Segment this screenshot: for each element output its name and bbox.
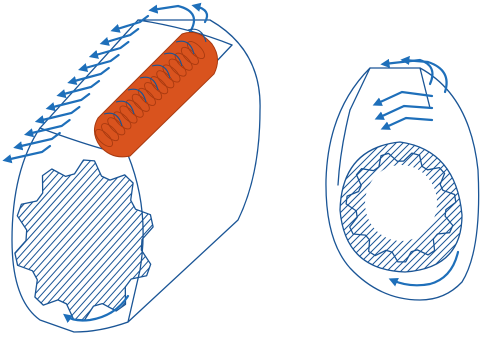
hatch-line [122, 150, 282, 330]
flux-arrow-icon [71, 68, 109, 82]
flux-arrow-icon [384, 118, 432, 128]
right-ring-top-edge [350, 68, 430, 110]
hatch-line [157, 150, 317, 330]
hatch-line [171, 150, 331, 330]
flux-arrow-icon [28, 120, 70, 134]
hatch-line [0, 150, 93, 330]
flux-arrow-icon [92, 42, 128, 56]
hatch-line [0, 150, 72, 330]
flux-arrow-icon [103, 29, 138, 43]
flux-arrow-icon [17, 133, 60, 147]
flux-arrow-icon [378, 106, 432, 118]
hatch-line [199, 150, 359, 330]
hatch-line [217, 140, 357, 280]
hatch-line [129, 150, 289, 330]
flux-arrow-icon [6, 146, 50, 160]
hatch-line [206, 150, 366, 330]
flux-arrow-icon [384, 60, 432, 84]
hatch-line [420, 140, 496, 280]
hatch-line [185, 150, 345, 330]
flux-arrow-icon [152, 6, 194, 32]
hatch-line [364, 140, 496, 280]
flux-arrow-icon [60, 81, 99, 95]
hatch-line [483, 140, 496, 280]
left-spline-hatching [0, 150, 366, 330]
hatch-line [441, 140, 496, 280]
hatch-line [0, 150, 107, 330]
rotation-arrow-icon [66, 296, 128, 321]
shaft-with-coil [0, 6, 366, 332]
hatch-line [150, 150, 310, 330]
flux-arrow-icon [376, 92, 432, 104]
hatch-line [178, 150, 338, 330]
hatch-line [143, 150, 303, 330]
hatch-line [0, 150, 44, 330]
right-flux-lines [376, 60, 447, 128]
hatch-line [210, 140, 350, 280]
right-spline-hatching [210, 140, 496, 280]
hatch-line [164, 150, 324, 330]
hatch-line [469, 140, 496, 280]
flux-arrow-icon [38, 107, 79, 121]
hatch-line [0, 150, 135, 330]
